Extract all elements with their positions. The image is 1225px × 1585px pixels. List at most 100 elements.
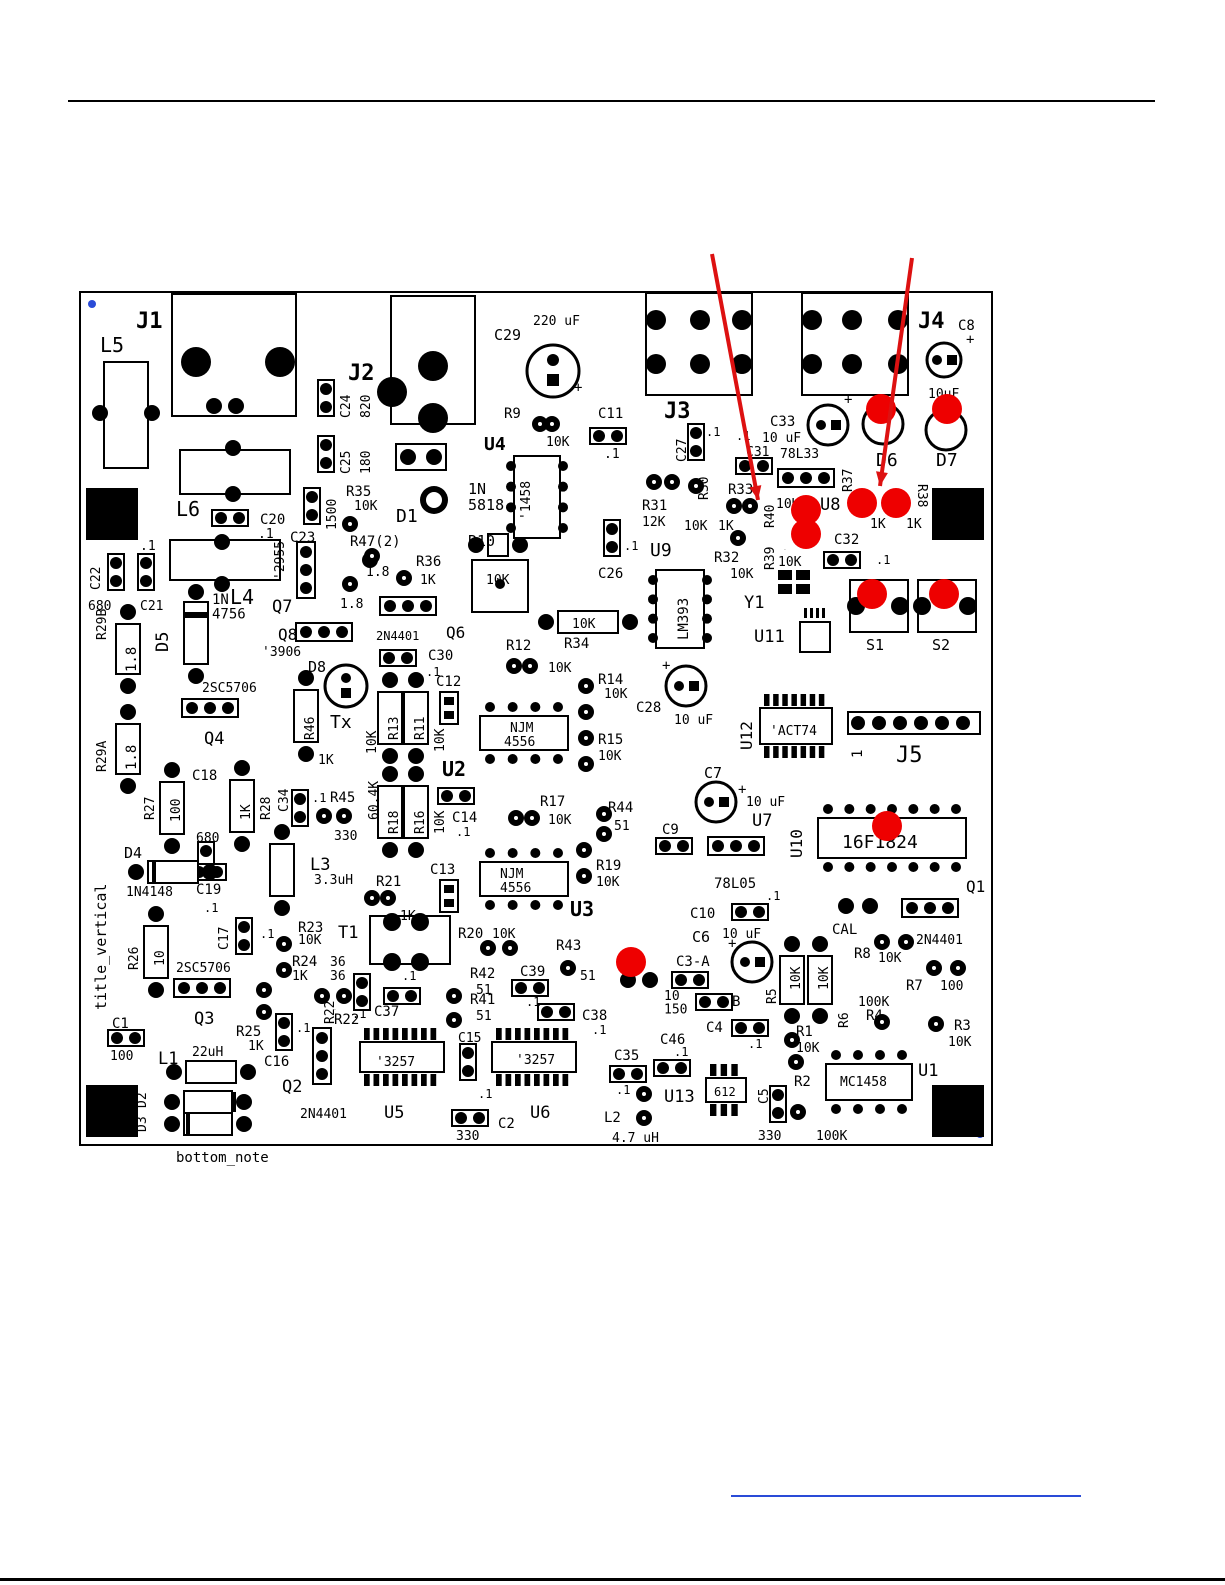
solder-pad xyxy=(225,486,241,502)
pad-ring xyxy=(582,734,590,742)
label-r44v: 51 xyxy=(614,819,630,834)
pad-ring xyxy=(932,1020,940,1028)
solder-pad xyxy=(234,760,250,776)
label-rv18: 1.8 xyxy=(124,745,140,770)
led-d8-pad xyxy=(341,688,351,698)
label-rv1k: 1K xyxy=(400,909,416,924)
pad-ring xyxy=(536,420,544,428)
solder-pad xyxy=(234,836,250,852)
solder-pad xyxy=(382,766,398,782)
capacitor-c34-pad xyxy=(294,793,306,805)
label-c24: C24 xyxy=(339,394,354,418)
solder-pad xyxy=(384,600,396,612)
ic-u9 xyxy=(655,569,705,649)
label-plus: + xyxy=(844,392,852,408)
solder-pad xyxy=(164,1094,180,1110)
label-one: 1 xyxy=(850,750,866,758)
label-c8: C8 xyxy=(958,318,975,334)
ic-u12-lead xyxy=(818,694,825,706)
ic-u5-lead xyxy=(402,1074,408,1086)
solder-pad xyxy=(196,982,208,994)
solder-pad xyxy=(784,936,800,952)
capacitor-c38-pad xyxy=(559,1006,571,1018)
solder-pad xyxy=(853,1104,863,1114)
label-rv1500: 1500 xyxy=(325,499,340,530)
diode-d4 xyxy=(147,860,199,884)
ic-u6-lead xyxy=(515,1074,521,1086)
solder-pad xyxy=(748,840,760,852)
capacitor-c28-pad-square xyxy=(689,681,699,691)
label-c13: C13 xyxy=(430,862,455,878)
label-c27: C27 xyxy=(675,439,690,462)
solder-pad xyxy=(377,377,407,407)
label-r27: R27 xyxy=(143,797,158,820)
solder-pad xyxy=(265,347,295,377)
ic-u6-lead xyxy=(534,1028,540,1040)
label-q3: Q3 xyxy=(194,1009,214,1029)
label-c3b: B xyxy=(732,994,740,1010)
solder-pad xyxy=(674,681,684,691)
pad-ring xyxy=(692,482,700,490)
label-r22: R22 xyxy=(323,1001,338,1024)
footer-link-underline[interactable] xyxy=(731,1495,1081,1497)
solder-pad xyxy=(530,900,541,910)
label-p1: .1 xyxy=(296,1021,310,1035)
ic-u5-lead xyxy=(383,1074,389,1086)
label-c46: C46 xyxy=(660,1032,685,1048)
label-rv10k: 10K xyxy=(684,519,708,534)
label-d5: D5 xyxy=(153,632,173,652)
label-j1: J1 xyxy=(136,309,163,334)
label-d4: D4 xyxy=(124,844,142,862)
label-r19: R19 xyxy=(596,858,621,874)
capacitor-c25-pad xyxy=(320,457,332,469)
solder-pad xyxy=(188,668,204,684)
highlight-dot-marker xyxy=(929,579,959,609)
fiducial-dot xyxy=(88,300,96,308)
crystal-y1-pad xyxy=(796,570,810,580)
label-q6v: 2N4401 xyxy=(376,629,419,643)
capacitor-c5-pad xyxy=(772,1089,784,1101)
solder-pad xyxy=(690,354,710,374)
label-u13: U13 xyxy=(664,1087,695,1107)
capacitor-c25-pad xyxy=(320,439,332,451)
label-rv60k: 60.4K xyxy=(367,781,382,820)
solder-pad xyxy=(506,481,516,492)
label-u12v: 'ACT74 xyxy=(770,724,817,739)
solder-pad xyxy=(875,1104,885,1114)
label-r34: R34 xyxy=(564,636,589,652)
label-d1v: 1N xyxy=(468,480,486,498)
capacitor-c32-pad xyxy=(845,554,857,566)
label-rv10k: 10K xyxy=(789,966,804,990)
label-r45: R45 xyxy=(330,790,355,806)
highlight-dot-marker xyxy=(881,488,911,518)
solder-pad xyxy=(382,748,398,764)
pad-ring xyxy=(450,992,458,1000)
capacitor-c37-pad xyxy=(387,990,399,1002)
solder-pad xyxy=(382,842,398,858)
capacitor-c39-pad xyxy=(515,982,527,994)
solder-pad xyxy=(558,481,568,492)
pad-ring xyxy=(878,1018,886,1026)
label-c6: C6 xyxy=(692,928,710,946)
diode-d2-band xyxy=(232,1092,236,1112)
solder-pad xyxy=(893,716,907,730)
ic-u11-lead xyxy=(810,608,813,618)
ic-u12-lead xyxy=(764,746,770,758)
label-p1: .1 xyxy=(426,665,440,679)
label-q7v: '2955 xyxy=(273,541,288,580)
pad-ring xyxy=(484,944,492,952)
capacitor-c30-pad xyxy=(401,652,413,664)
inductor-l1 xyxy=(185,1060,237,1084)
label-c35: C35 xyxy=(614,1048,639,1064)
mounting-pad xyxy=(86,1085,138,1137)
solder-pad xyxy=(485,900,495,910)
resistor-r16 xyxy=(403,785,429,839)
solder-pad xyxy=(120,604,136,620)
solder-pad xyxy=(702,594,712,605)
label-r42v: 51 xyxy=(476,983,492,998)
ic-u12-lead xyxy=(791,746,797,758)
capacitor-c33-pad-square xyxy=(831,420,841,430)
label-l6: L6 xyxy=(176,497,200,521)
highlight-dot-marker xyxy=(791,495,821,525)
pad-ring xyxy=(640,1090,648,1098)
